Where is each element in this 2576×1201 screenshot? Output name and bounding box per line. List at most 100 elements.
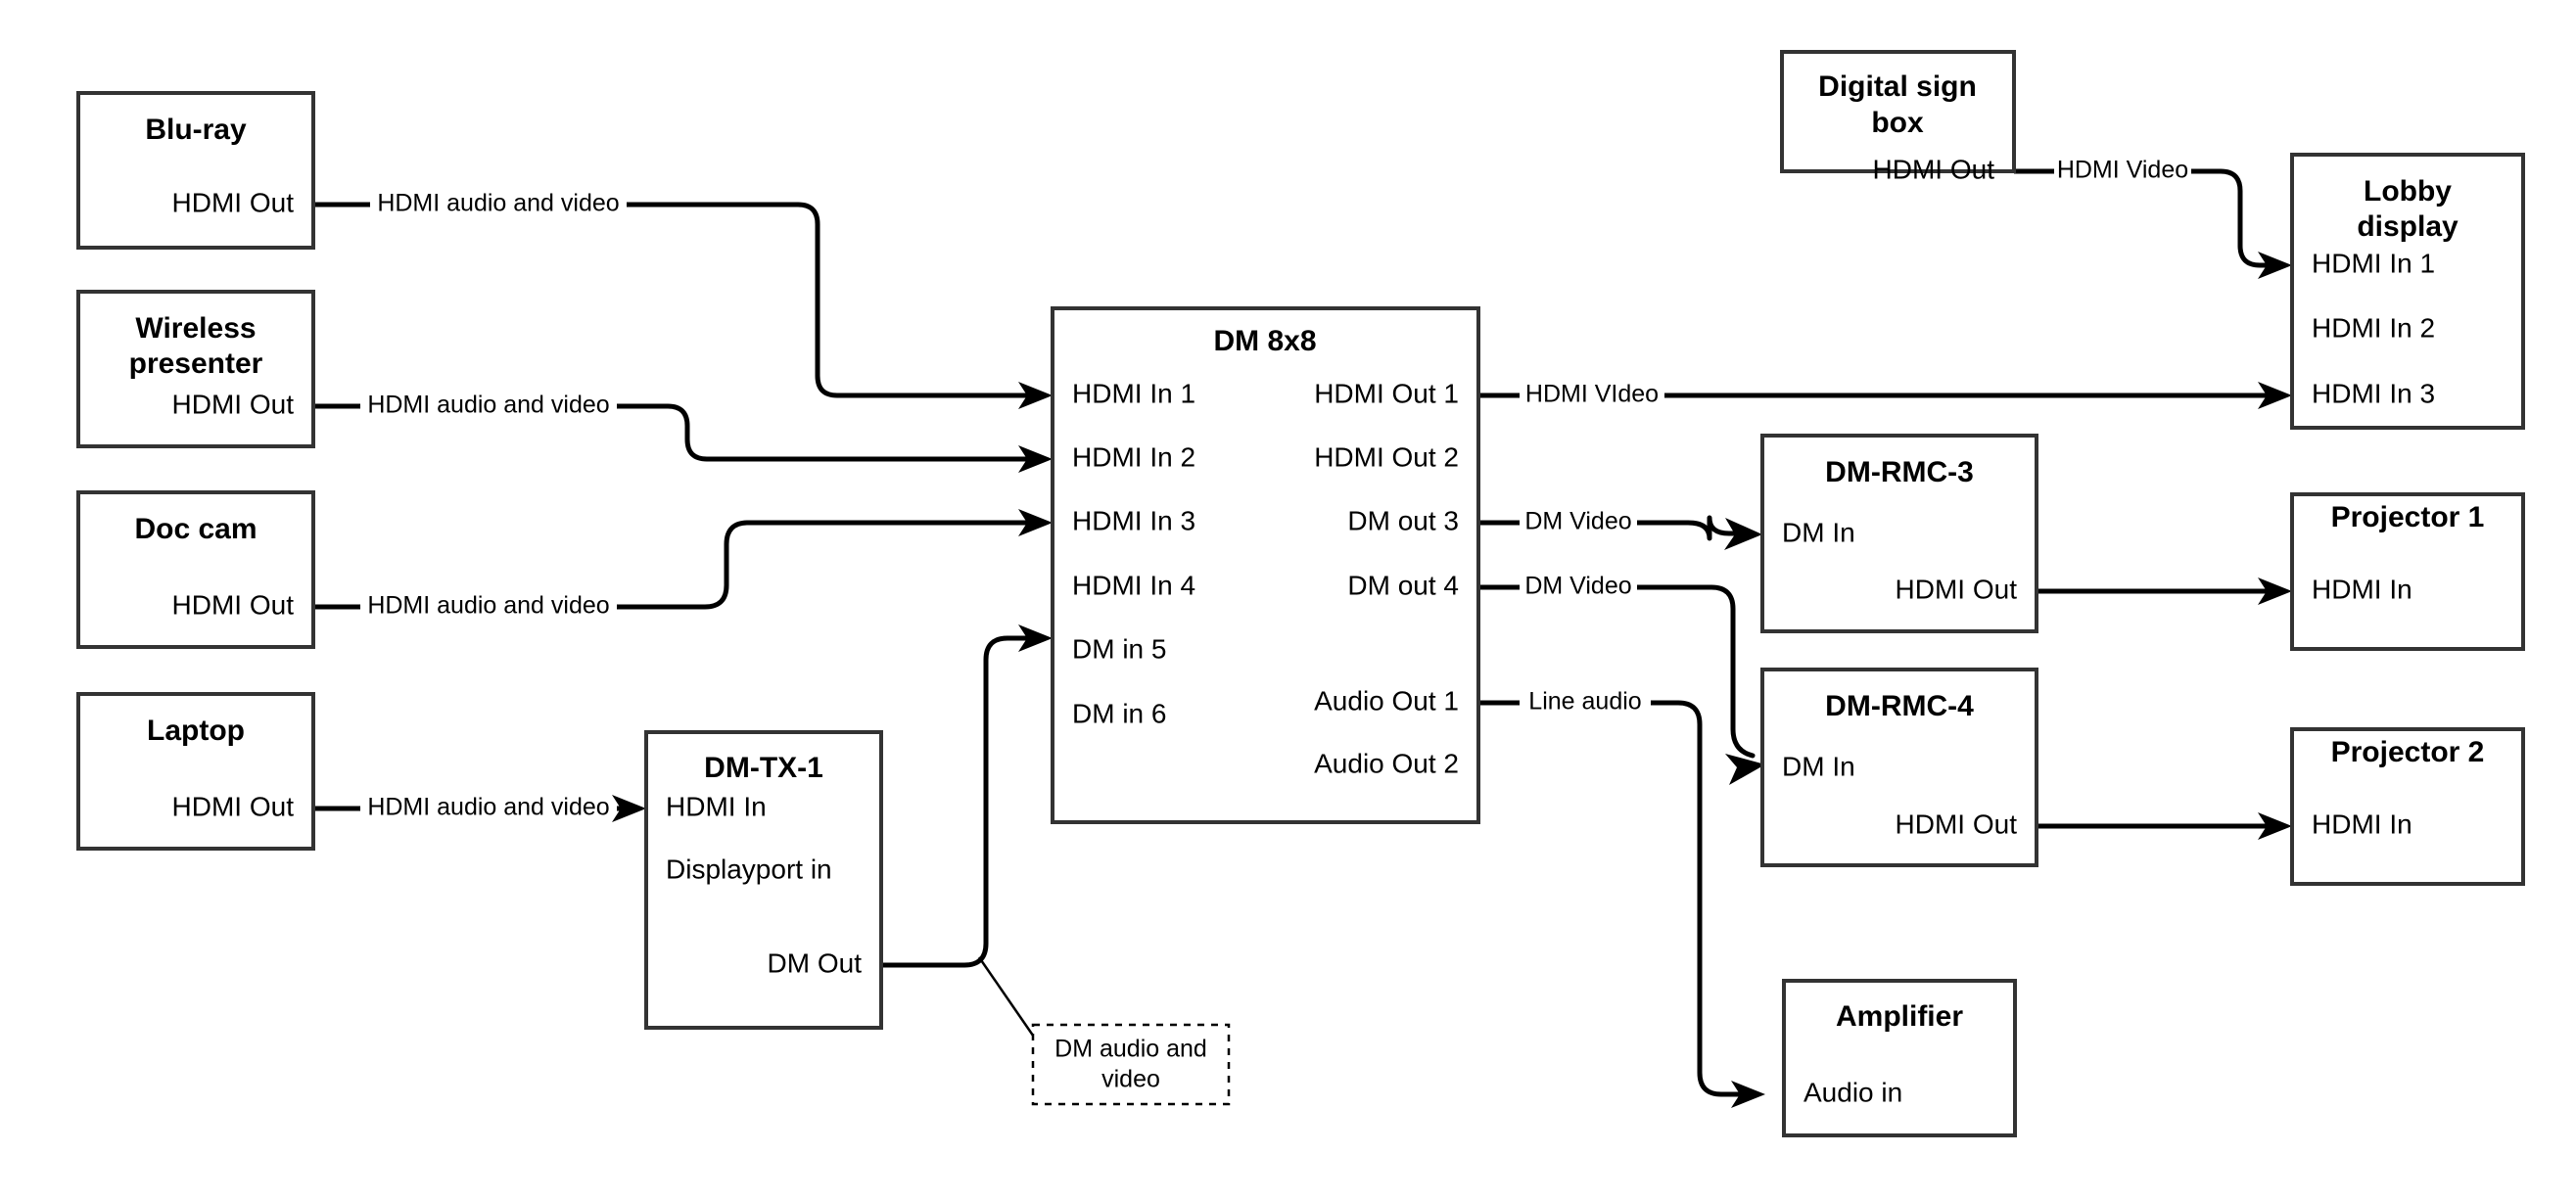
node-box (76, 91, 315, 250)
port-hdmi-out: HDMI Out (1896, 808, 2018, 839)
port-dm-in-5: DM in 5 (1072, 633, 1166, 664)
note-label-line2: video (1101, 1066, 1160, 1093)
edge-laptop-to-dmtx1[interactable]: HDMI audio and video (313, 794, 646, 822)
port-dm-out-4: DM out 4 (1347, 570, 1459, 600)
edge-path (1637, 515, 1744, 541)
port-hdmi-out-1: HDMI Out 1 (1314, 378, 1459, 408)
node-title-line1: Digital sign (1818, 70, 1977, 103)
node-projector-2[interactable]: Projector 2 HDMI In (2290, 727, 2525, 886)
edge-path (617, 520, 1033, 610)
edge-digitalsign-to-lobby-in1[interactable]: HDMI Video (2014, 157, 2292, 279)
port-audio-out-1: Audio Out 1 (1314, 685, 1459, 716)
port-dm-out: DM Out (768, 947, 863, 978)
edge-path (1651, 700, 1747, 1097)
edge-label: HDMI audio and video (367, 592, 609, 620)
node-title-line2: box (1871, 107, 1924, 139)
node-laptop[interactable]: Laptop HDMI Out (76, 692, 315, 851)
node-title: Blu-ray (145, 114, 247, 146)
node-title: DM 8x8 (1213, 325, 1316, 357)
edge-path (627, 202, 1033, 398)
port-hdmi-in-3: HDMI In 3 (2312, 378, 2435, 408)
note-leader-line (977, 956, 1042, 1046)
node-box (1051, 306, 1480, 824)
node-dm-tx-1[interactable]: DM-TX-1 HDMI In Displayport in DM Out (644, 730, 883, 1030)
note-label-line1: DM audio and (1054, 1036, 1207, 1063)
port-dm-in-6: DM in 6 (1072, 698, 1166, 728)
port-audio-in: Audio in (1803, 1077, 1902, 1107)
port-dm-out-3: DM out 3 (1347, 505, 1459, 535)
edge-dm-out3-to-rmc3[interactable]: DM Video (1478, 508, 1762, 550)
node-box (1760, 434, 2038, 633)
node-box (1760, 668, 2038, 867)
node-bluray[interactable]: Blu-ray HDMI Out (76, 91, 315, 250)
edge-dm-out1-to-lobby-in3[interactable]: HDMI VIdeo (1478, 381, 2292, 409)
note-dm-audio-and-video: DM audio and video (1031, 1023, 1231, 1106)
edge-label: HDMI audio and video (367, 392, 609, 419)
arrowhead (2258, 382, 2292, 409)
edge-wireless-to-dm-in2[interactable]: HDMI audio and video (313, 392, 1053, 473)
port-hdmi-in-2: HDMI In 2 (2312, 312, 2435, 343)
node-title: Projector 1 (2331, 501, 2485, 533)
edge-dm-audio1-to-amp[interactable]: Line audio (1478, 688, 1765, 1108)
node-wireless-presenter[interactable]: Wireless presenter HDMI Out (76, 290, 315, 448)
node-title: Laptop (147, 715, 245, 747)
port-hdmi-in-1: HDMI In 1 (1072, 378, 1195, 408)
node-title: DM-RMC-4 (1825, 690, 1974, 722)
edge-path (2191, 168, 2273, 268)
edge-rmc3-to-projector1[interactable] (2037, 577, 2292, 605)
port-hdmi-in-1: HDMI In 1 (2312, 248, 2435, 278)
node-title: DM-RMC-3 (1825, 456, 1974, 488)
node-dm-rmc-3[interactable]: DM-RMC-3 DM In HDMI Out (1760, 434, 2038, 633)
node-title-line1: Wireless (135, 312, 256, 345)
note-box (1031, 1023, 1231, 1106)
arrowhead (1018, 624, 1053, 652)
arrowhead (1018, 382, 1053, 409)
edge-label: HDMI audio and video (367, 794, 609, 821)
port-displayport-in: Displayport in (666, 854, 832, 884)
edge-bluray-to-dm-in1[interactable]: HDMI audio and video (313, 190, 1053, 409)
node-lobby-display[interactable]: Lobby display HDMI In 1 HDMI In 2 HDMI I… (2290, 153, 2525, 430)
edge-path (617, 403, 1033, 462)
node-box (76, 490, 315, 649)
arrowhead (1725, 754, 1765, 785)
edge-path (1637, 584, 1756, 759)
arrowhead (612, 795, 646, 822)
port-hdmi-in-4: HDMI In 4 (1072, 570, 1195, 600)
edge-dm-out4-to-rmc4[interactable]: DM Video (1478, 573, 1765, 785)
edge-label: HDMI audio and video (377, 190, 619, 217)
node-box (76, 692, 315, 851)
node-doc-cam[interactable]: Doc cam HDMI Out (76, 490, 315, 649)
arrowhead (2258, 252, 2292, 279)
node-digital-sign-box[interactable]: Digital sign box HDMI Out (1780, 50, 2016, 184)
port-hdmi-out: HDMI Out (172, 791, 295, 821)
port-hdmi-in: HDMI In (666, 791, 767, 821)
node-box (2290, 492, 2525, 651)
node-title: Doc cam (134, 513, 257, 545)
arrowhead (2258, 812, 2292, 840)
edge-label: DM Video (1524, 508, 1631, 535)
node-dm-8x8[interactable]: DM 8x8 HDMI In 1 HDMI In 2 HDMI In 3 HDM… (1051, 306, 1480, 824)
edge-doccam-to-dm-in3[interactable]: HDMI audio and video (313, 509, 1053, 620)
port-dm-in: DM In (1782, 751, 1855, 781)
node-title-line2: presenter (129, 347, 263, 380)
edge-label: HDMI Video (2057, 157, 2188, 184)
node-box (2290, 153, 2525, 430)
node-title-line2: display (2357, 210, 2459, 243)
edge-path (881, 635, 1033, 968)
arrowhead (1018, 445, 1053, 473)
port-hdmi-out: HDMI Out (1873, 154, 1995, 184)
node-dm-rmc-4[interactable]: DM-RMC-4 DM In HDMI Out (1760, 668, 2038, 867)
port-hdmi-in: HDMI In (2312, 574, 2412, 604)
node-box (2290, 727, 2525, 886)
node-amplifier[interactable]: Amplifier Audio in (1782, 979, 2017, 1137)
port-audio-out-2: Audio Out 2 (1314, 748, 1459, 778)
node-projector-1[interactable]: Projector 1 HDMI In (2290, 492, 2525, 651)
arrowhead (1731, 1081, 1765, 1108)
arrowhead (1018, 509, 1053, 536)
edge-dmtx1-to-dm-in5[interactable] (881, 624, 1053, 968)
edge-rmc4-to-projector2[interactable] (2037, 812, 2292, 840)
node-box (644, 730, 883, 1030)
edge-label: Line audio (1528, 688, 1641, 716)
port-hdmi-out: HDMI Out (172, 589, 295, 620)
